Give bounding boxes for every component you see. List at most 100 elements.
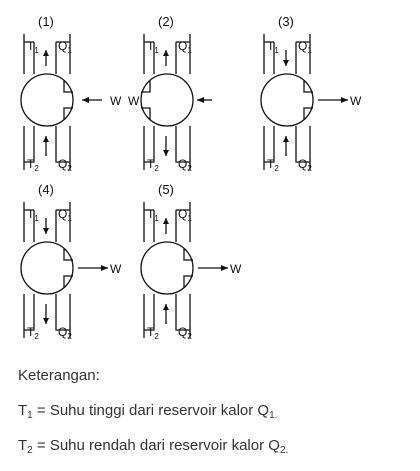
cold-reservoir-right-wall (175, 126, 191, 170)
label-q1-sub: 1 (67, 46, 72, 55)
label-q1-sub: 1 (67, 214, 72, 223)
label-t1: T1 (147, 39, 159, 55)
hot-reservoir-right-wall (175, 202, 191, 242)
cold-reservoir-left-wall (23, 126, 35, 170)
engine-circle (20, 73, 74, 127)
label-q2-sub: 2 (307, 164, 312, 173)
hot-reservoir-right-wall (175, 34, 191, 74)
legend-line-t2: T2 = Suhu rendah dari reservoir kalor Q2… (18, 438, 288, 456)
label-t1-sub: 1 (154, 214, 159, 223)
label-t2: T2 (147, 325, 159, 341)
engine-notch (183, 248, 193, 288)
label-t2: T2 (27, 157, 39, 173)
legend-title: Keterangan: (18, 367, 100, 384)
label-q1-sub: 1 (187, 214, 192, 223)
engine-notch (63, 248, 73, 288)
label-t1-sub: 1 (154, 46, 159, 55)
label-q1-sub: 1 (307, 46, 312, 55)
hot-reservoir-left-wall (263, 34, 275, 74)
cold-reservoir-left-wall (143, 294, 155, 338)
work-label: W (230, 262, 242, 276)
work-label: W (128, 94, 140, 108)
engine-circle (20, 241, 74, 295)
legend-q1-sub: 1. (269, 410, 278, 421)
label-t2-sub: 2 (34, 332, 39, 341)
engine-notch (141, 80, 151, 120)
legend-line-t1: T1 = Suhu tinggi dari reservoir kalor Q1… (18, 403, 277, 421)
panel-number: (5) (158, 182, 174, 197)
work-arrow-head (82, 97, 89, 103)
label-t2-sub: 2 (154, 332, 159, 341)
legend-t2-sub: 2 (27, 445, 33, 456)
hot-reservoir-left-wall (23, 202, 35, 242)
work-arrow-head (221, 265, 228, 271)
label-q2-sub: 2 (187, 332, 192, 341)
q2-arrow-head (43, 136, 49, 142)
label-t2: T2 (267, 157, 279, 173)
hot-reservoir-right-wall (55, 34, 71, 74)
cold-reservoir-left-wall (263, 126, 275, 170)
engine-circle (140, 241, 194, 295)
work-arrow-head (101, 265, 108, 271)
legend-t2-text: = Suhu rendah dari reservoir kalor Q (32, 437, 280, 454)
q2-arrow-head (163, 304, 169, 310)
cold-reservoir-left-wall (23, 294, 35, 338)
engine-circle (140, 73, 194, 127)
cold-reservoir-right-wall (55, 294, 71, 338)
label-q1-sub: 1 (187, 46, 192, 55)
q1-arrow-head (43, 50, 49, 56)
legend-t1-text: = Suhu tinggi dari reservoir kalor Q (32, 402, 270, 419)
label-t2-sub: 2 (154, 164, 159, 173)
panel-number: (1) (38, 14, 54, 29)
hot-reservoir-left-wall (143, 202, 155, 242)
q2-arrow-head (163, 150, 169, 156)
q2-arrow-head (43, 318, 49, 324)
label-t1: T1 (27, 207, 39, 223)
hot-reservoir-left-wall (143, 34, 155, 74)
label-t1: T1 (267, 39, 279, 55)
label-t1: T1 (27, 39, 39, 55)
label-t2-sub: 2 (34, 164, 39, 173)
label-q2-sub: 2 (67, 332, 72, 341)
label-t1-sub: 1 (34, 46, 39, 55)
label-t2: T2 (147, 157, 159, 173)
cold-reservoir-right-wall (295, 126, 311, 170)
work-label: W (110, 94, 122, 108)
q1-arrow-head (43, 228, 49, 234)
legend-q2-sub: 2. (279, 445, 289, 456)
panel-number: (2) (158, 14, 174, 29)
cold-reservoir-right-wall (55, 126, 71, 170)
panel-number: (3) (278, 14, 294, 29)
legend-t2-symbol: T (18, 437, 28, 454)
q1-arrow-head (163, 50, 169, 56)
q1-arrow-head (283, 60, 289, 66)
label-t2: T2 (27, 325, 39, 341)
label-q2-sub: 2 (187, 164, 192, 173)
label-t2-sub: 2 (274, 164, 279, 173)
work-label: W (110, 262, 122, 276)
work-arrow-head (341, 97, 348, 103)
panel-number: (4) (38, 182, 54, 197)
cold-reservoir-left-wall (143, 126, 155, 170)
q1-arrow-head (163, 218, 169, 224)
cold-reservoir-right-wall (175, 294, 191, 338)
work-arrow-head (197, 97, 204, 103)
hot-reservoir-left-wall (23, 34, 35, 74)
label-t1: T1 (147, 207, 159, 223)
q2-arrow-head (283, 136, 289, 142)
legend-t1-sub: 1 (27, 410, 33, 421)
hot-reservoir-right-wall (55, 202, 71, 242)
label-t1-sub: 1 (34, 214, 39, 223)
engine-notch (63, 80, 73, 120)
hot-reservoir-right-wall (295, 34, 311, 74)
legend-t1-symbol: T (18, 402, 28, 419)
engine-notch (303, 80, 313, 120)
engine-circle (260, 73, 314, 127)
label-q2-sub: 2 (67, 164, 72, 173)
